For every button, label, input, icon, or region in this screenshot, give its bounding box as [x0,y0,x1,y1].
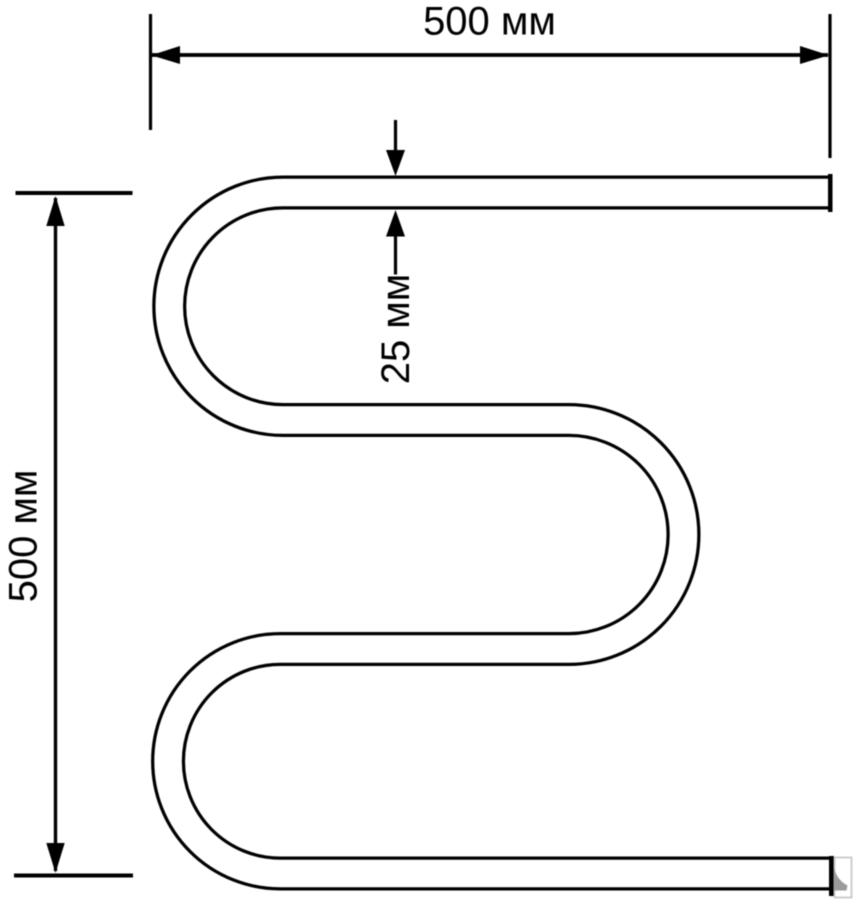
svg-text:25 мм: 25 мм [374,274,418,385]
svg-text:500 мм: 500 мм [423,0,556,44]
svg-text:500 мм: 500 мм [2,470,46,603]
